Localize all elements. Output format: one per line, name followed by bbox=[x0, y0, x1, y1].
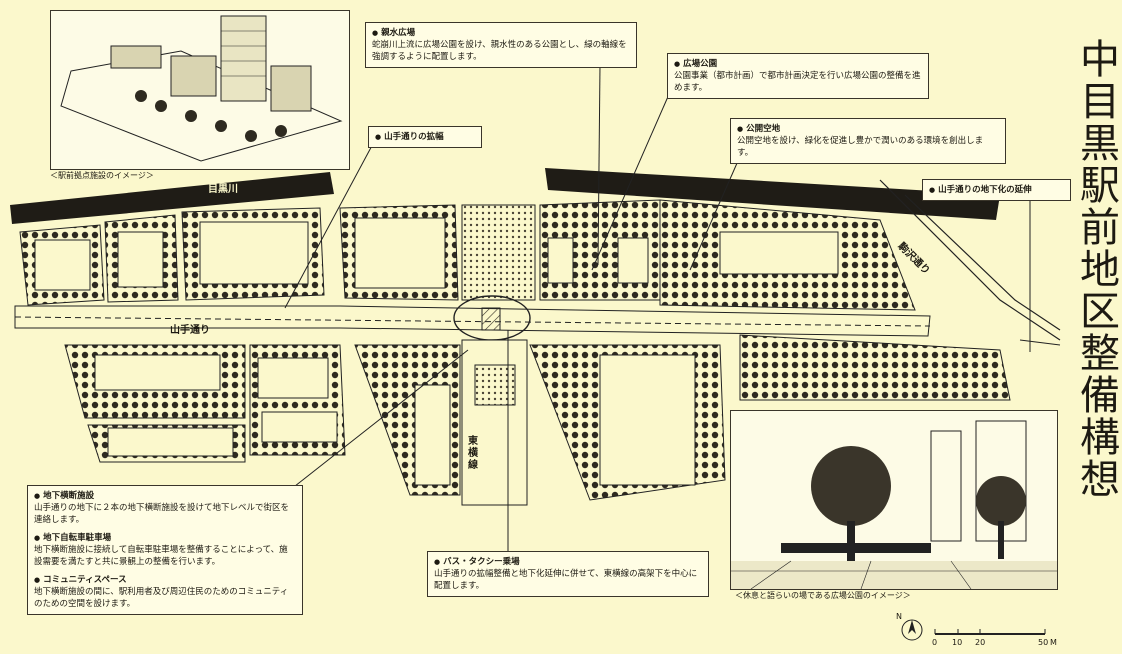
note-bus-body: 山手通りの拡幅整備と地下化延伸に併せて、東横線の高架下を中心に配置します。 bbox=[434, 569, 698, 591]
bldg-n6 bbox=[617, 237, 649, 284]
bldg-n5 bbox=[547, 237, 574, 284]
bldg-nw3 bbox=[199, 221, 309, 285]
note-underground-facilities: 地下横断施設 山手通りの地下に２本の地下横断施設を設けて地下レベルで街区を連絡し… bbox=[27, 485, 303, 615]
note-ug-s3-head: コミュニティスペース bbox=[34, 574, 296, 586]
note-yamate-kakufuku: 山手通りの拡幅 bbox=[368, 126, 482, 148]
note-bus-taxi: バス・タクシー乗場 山手通りの拡幅整備と地下化延伸に併せて、東横線の高架下を中心… bbox=[427, 551, 709, 597]
caption-plaza-park: ＜休息と語らいの場である広場公園のイメージ＞ bbox=[735, 591, 911, 600]
bldg-sw4 bbox=[261, 411, 338, 443]
bldg-nw1 bbox=[34, 239, 91, 291]
label-toyoko-1: 東 bbox=[468, 436, 478, 447]
bldg-sw2 bbox=[257, 357, 329, 399]
note-kakufuku-head: 山手通りの拡幅 bbox=[375, 131, 475, 143]
note-koukai-head: 公開空地 bbox=[737, 123, 999, 135]
scale-tick-20: 20 bbox=[975, 638, 986, 647]
note-ug-s2-body: 地下横断施設に接続して自転車駐車場を整備することによって、施設需要を満たすと共に… bbox=[34, 545, 288, 567]
caption-station-facility: ＜駅前拠点施設のイメージ＞ bbox=[50, 171, 154, 180]
bldg-s5 bbox=[599, 354, 696, 486]
inset-station-facility bbox=[50, 10, 350, 170]
label-river: 目黒川 bbox=[208, 184, 238, 195]
note-koukai-body: 公開空地を設け、緑化を促進し豊かで潤いのある環境を創出します。 bbox=[737, 136, 984, 158]
road-komazawa bbox=[879, 179, 1061, 341]
scale-tick-50: 50 bbox=[1038, 638, 1049, 647]
note-ug-s1-head: 地下横断施設 bbox=[34, 490, 296, 502]
block-plaza bbox=[461, 204, 536, 301]
scale-tick-0: 0 bbox=[932, 638, 938, 647]
north-label: N bbox=[896, 612, 902, 621]
note-shinsui-body: 蛇崩川上流に広場公園を設け、親水性のある公園とし、緑の軸線を強調するように配置し… bbox=[372, 40, 627, 62]
label-toyoko-3: 線 bbox=[468, 460, 478, 471]
bldg-sw1 bbox=[94, 354, 221, 391]
note-koukai-kuchi: 公開空地 公開空地を設け、緑化を促進し豊かで潤いのある環境を創出します。 bbox=[730, 118, 1006, 164]
label-toyoko-2: 横 bbox=[468, 448, 478, 459]
note-yamate-chikaka: 山手通りの地下化の延伸 bbox=[922, 179, 1071, 201]
bldg-s4 bbox=[414, 384, 451, 486]
note-hiroba-body: 公園事業（都市計画）で都市計画決定を行い広場公園の整備を進めます。 bbox=[674, 71, 921, 93]
road-yamate bbox=[14, 305, 931, 337]
bldg-nw2 bbox=[117, 231, 164, 288]
label-yamate: 山手通り bbox=[170, 325, 210, 336]
bldg-sw3 bbox=[107, 427, 234, 457]
note-ug-s1-body: 山手通りの地下に２本の地下横断施設を設けて地下レベルで街区を連絡します。 bbox=[34, 503, 290, 525]
note-hiroba-head: 広場公園 bbox=[674, 58, 922, 70]
river-meguro-east bbox=[545, 168, 1000, 220]
note-ug-s2-head: 地下自転車駐車場 bbox=[34, 532, 296, 544]
note-ug-s3-body: 地下横断施設の間に、駅利用者及び周辺住民のためのコミュニティのための空間を設けま… bbox=[34, 587, 289, 609]
note-chikaka-head: 山手通りの地下化の延伸 bbox=[929, 184, 1064, 196]
note-shinsui-head: 親水広場 bbox=[372, 27, 630, 39]
block-se bbox=[739, 334, 1011, 401]
note-bus-head: バス・タクシー乗場 bbox=[434, 556, 702, 568]
inset-plaza-park bbox=[730, 410, 1058, 590]
bldg-ne bbox=[719, 231, 839, 275]
scale-tick-10: 10 bbox=[952, 638, 963, 647]
page-title: 中目黒駅前地区整備構想 bbox=[1073, 38, 1119, 500]
bldg-n4 bbox=[354, 217, 446, 289]
note-hiroba-koen: 広場公園 公園事業（都市計画）で都市計画決定を行い広場公園の整備を進めます。 bbox=[667, 53, 929, 99]
scale-unit: M bbox=[1050, 638, 1057, 647]
river-meguro bbox=[10, 172, 334, 224]
note-shinsui-hiroba: 親水広場 蛇崩川上流に広場公園を設け、親水性のある公園とし、緑の軸線を強調するよ… bbox=[365, 22, 637, 68]
